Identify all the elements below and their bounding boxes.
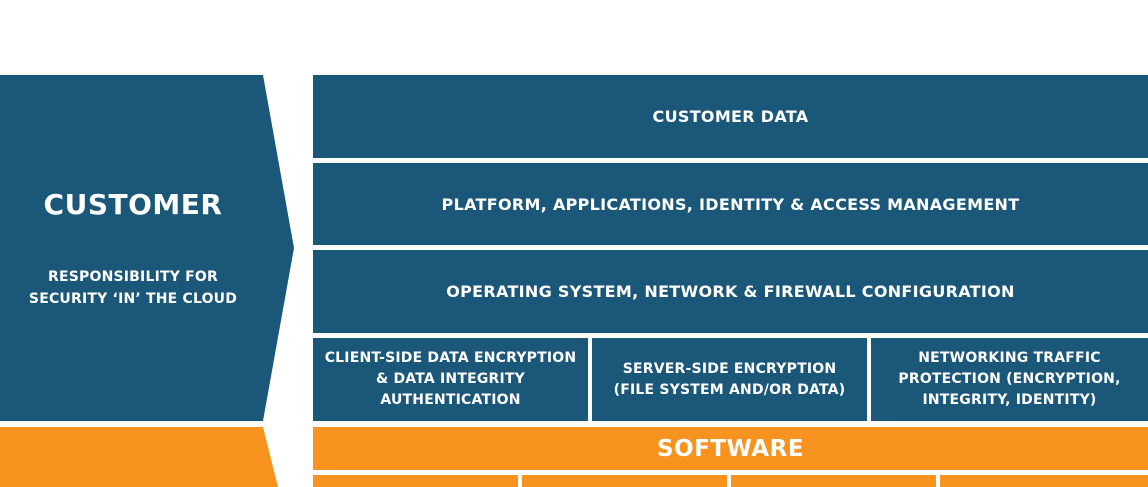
software-subcell	[522, 475, 727, 487]
cell-server-side-encryption: SERVER-SIDE ENCRYPTION (FILE SYSTEM AND/…	[592, 338, 867, 421]
row-operating-system: OPERATING SYSTEM, NETWORK & FIREWALL CON…	[313, 250, 1148, 333]
row-software: SOFTWARE	[313, 427, 1148, 470]
cell-server-side-encryption-label: SERVER-SIDE ENCRYPTION (FILE SYSTEM AND/…	[613, 360, 846, 398]
left-panels	[0, 75, 294, 487]
cell-network-traffic-protection-label: NETWORKING TRAFFIC PROTECTION (ENCRYPTIO…	[898, 350, 1121, 408]
software-subcell	[731, 475, 936, 487]
cell-network-traffic-protection: NETWORKING TRAFFIC PROTECTION (ENCRYPTIO…	[871, 338, 1148, 421]
cell-client-side-encryption: CLIENT-SIDE DATA ENCRYPTION & DATA INTEG…	[313, 338, 588, 421]
aws-chevron-partial	[0, 427, 278, 487]
row-software-label: SOFTWARE	[656, 435, 805, 462]
customer-title: CUSTOMER	[43, 188, 223, 221]
customer-chevron	[0, 75, 294, 421]
row-platform-label: PLATFORM, APPLICATIONS, IDENTITY & ACCES…	[441, 194, 1020, 214]
row-customer-data: CUSTOMER DATA	[313, 75, 1148, 158]
row-platform: PLATFORM, APPLICATIONS, IDENTITY & ACCES…	[313, 163, 1148, 245]
software-subcell	[940, 475, 1148, 487]
cell-client-side-encryption-label: CLIENT-SIDE DATA ENCRYPTION & DATA INTEG…	[324, 350, 577, 408]
software-subcell	[313, 475, 518, 487]
row-operating-system-label: OPERATING SYSTEM, NETWORK & FIREWALL CON…	[446, 282, 1015, 301]
customer-subtitle: RESPONSIBILITY FOR SECURITY ‘IN’ THE CLO…	[28, 269, 238, 307]
row-customer-data-label: CUSTOMER DATA	[652, 107, 809, 126]
